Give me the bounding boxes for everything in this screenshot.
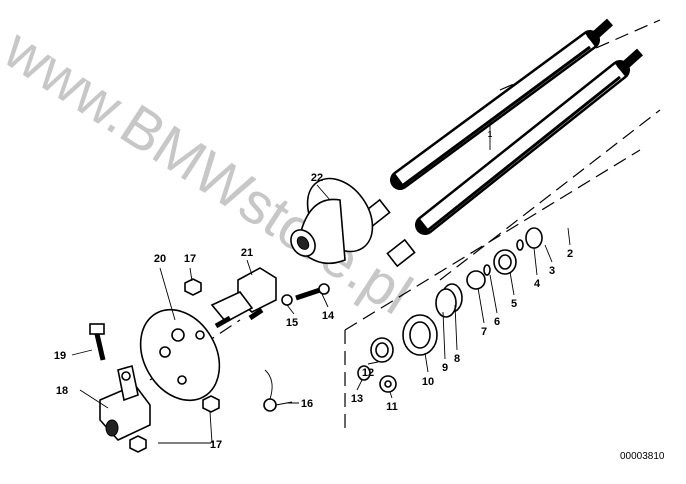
label-6: 6 — [494, 316, 500, 328]
label-9: 9 — [442, 362, 448, 374]
label-20: 20 — [154, 253, 166, 265]
label-14: 14 — [322, 310, 335, 322]
label-8: 8 — [454, 353, 460, 365]
bearing-rings — [357, 227, 543, 393]
label-7: 7 — [481, 326, 487, 338]
nut-upper — [184, 278, 202, 296]
watermark: www.BMWstore.pl — [0, 16, 423, 327]
label-1: 1 — [488, 130, 493, 139]
coupling-disc — [139, 308, 221, 402]
label-21: 21 — [241, 247, 253, 259]
universal-joint-clamp — [99, 364, 151, 441]
leader-lines — [71, 184, 571, 444]
label-10: 10 — [422, 376, 434, 388]
nut-middle — [202, 395, 220, 413]
label-22: 22 — [311, 172, 323, 184]
label-2: 2 — [567, 248, 573, 260]
assembly-dash-lines — [149, 19, 661, 430]
part-labels: 1 2 3 4 5 6 7 8 9 10 11 12 13 14 15 16 1… — [54, 130, 573, 451]
spring — [263, 369, 293, 412]
steering-shaft-lower — [386, 48, 644, 268]
label-12: 12 — [362, 367, 374, 379]
label-3: 3 — [549, 265, 555, 277]
hex-bolt — [89, 323, 106, 361]
label-4: 4 — [534, 278, 541, 290]
nut-lower — [129, 435, 147, 453]
coupling-clamp — [210, 267, 277, 329]
rubber-boot — [290, 177, 374, 265]
label-16: 16 — [301, 398, 313, 410]
label-11: 11 — [386, 401, 398, 413]
steering-shaft-upper — [361, 18, 614, 228]
label-15: 15 — [286, 317, 298, 329]
label-19: 19 — [54, 350, 66, 362]
label-13: 13 — [351, 393, 363, 405]
clamp-bolt — [281, 283, 330, 306]
label-5: 5 — [511, 298, 517, 310]
drawing-number: 00003810 — [620, 451, 665, 462]
label-18: 18 — [56, 385, 68, 397]
label-17-upper: 17 — [184, 253, 196, 265]
label-17-lower: 17 — [210, 439, 222, 451]
